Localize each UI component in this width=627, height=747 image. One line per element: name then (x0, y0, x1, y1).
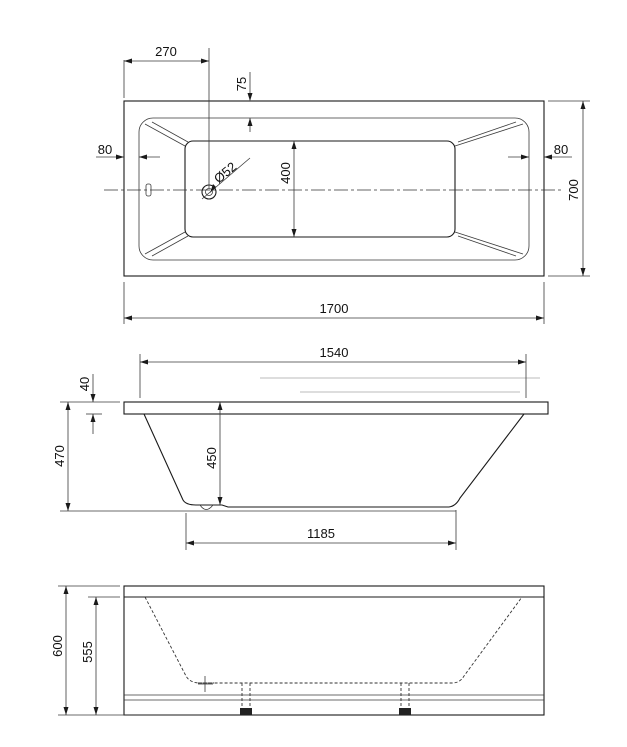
front-hidden-drain (198, 676, 214, 692)
dim-270: 270 (155, 44, 177, 59)
dim-40: 40 (77, 377, 92, 391)
dim-450: 450 (204, 447, 219, 469)
front-hidden-basin (144, 596, 523, 684)
top-view: 270 75 80 80 Ø52 400 700 (96, 44, 590, 324)
dim-1700: 1700 (320, 301, 349, 316)
side-section-view: 1540 40 470 450 1185 (52, 345, 549, 550)
dim-700: 700 (566, 179, 581, 201)
top-view-facets (144, 121, 524, 257)
overflow-slot (145, 183, 152, 197)
side-body-profile (143, 413, 525, 508)
front-panel (123, 585, 545, 716)
faint-background-marks (260, 377, 540, 415)
dim-diameter-52: Ø52 (211, 159, 239, 186)
front-view: 600 555 (50, 585, 545, 716)
top-view-outer-rim (123, 100, 545, 277)
side-drain-outlet (199, 504, 214, 510)
front-legs (240, 683, 411, 715)
dim-400: 400 (278, 162, 293, 184)
side-rim (123, 401, 549, 415)
top-view-inner-basin (138, 117, 530, 261)
top-view-bottom (184, 140, 456, 238)
dim-600: 600 (50, 635, 65, 657)
dim-75: 75 (234, 77, 249, 91)
dim-1540: 1540 (320, 345, 349, 360)
dim-470: 470 (52, 445, 67, 467)
dim-1185: 1185 (307, 526, 335, 541)
dim-80-right: 80 (554, 142, 568, 157)
dim-80-left: 80 (98, 142, 112, 157)
dim-555: 555 (80, 641, 95, 663)
